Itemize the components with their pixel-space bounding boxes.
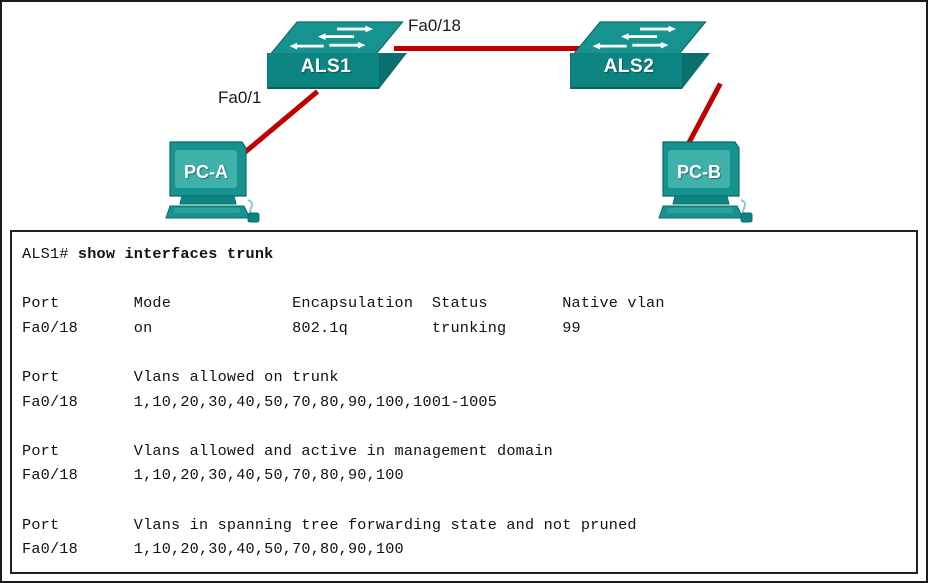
switch-front-face xyxy=(570,53,682,89)
device-switch-als2[interactable]: ALS2 xyxy=(570,20,710,92)
device-switch-als1[interactable]: ALS1 xyxy=(267,20,407,92)
device-pc-a[interactable]: PC-A xyxy=(164,140,260,226)
port-label-fa0-18: Fa0/18 xyxy=(408,16,461,35)
switch-side-face xyxy=(682,53,710,89)
computer-icon xyxy=(165,141,260,223)
network-topology-diagram: Fa0/18 Fa0/1 ALS1 xyxy=(2,2,926,228)
computer-icon xyxy=(658,141,753,223)
cli-body: Port Mode Encapsulation Status Native vl… xyxy=(22,294,665,559)
device-label-als2: ALS2 xyxy=(603,56,655,77)
device-label-als1: ALS1 xyxy=(300,56,352,77)
cli-prompt: ALS1# xyxy=(22,245,69,263)
switch-front-face xyxy=(267,53,379,89)
port-label-fa0-1: Fa0/1 xyxy=(218,88,262,107)
cli-output-text: ALS1# show interfaces trunk Port Mode En… xyxy=(22,242,916,562)
device-pc-b[interactable]: PC-B xyxy=(657,140,753,226)
link-als1-als2 xyxy=(394,46,604,51)
switch-side-face xyxy=(379,53,407,89)
cli-output-panel[interactable]: ALS1# show interfaces trunk Port Mode En… xyxy=(10,230,918,574)
cli-command: show interfaces trunk xyxy=(77,245,274,263)
